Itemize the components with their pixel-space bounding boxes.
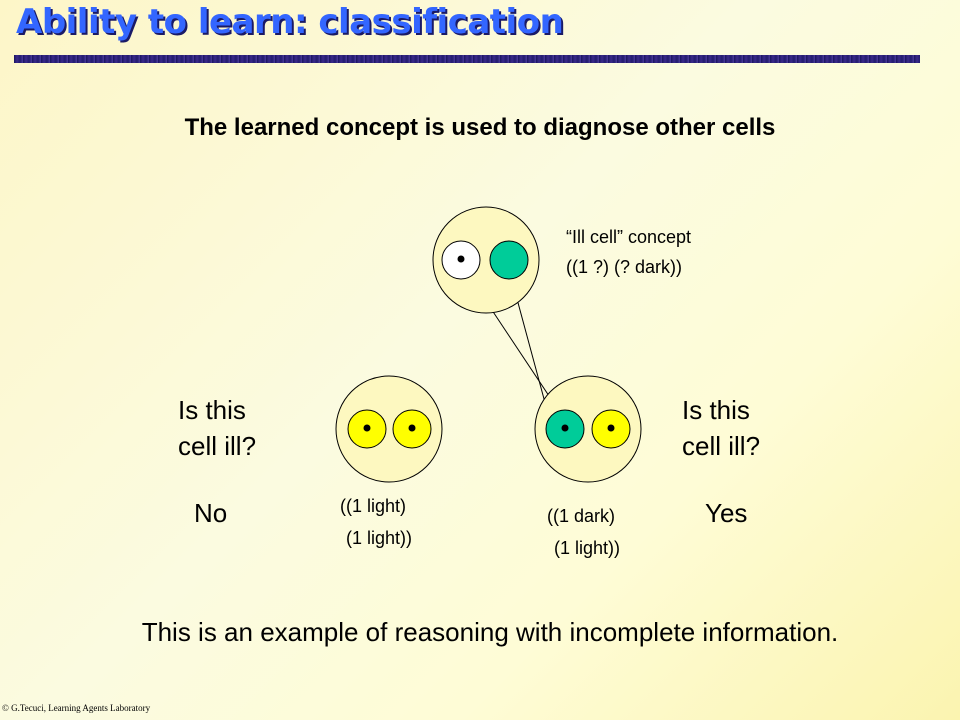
slide-subtitle: The learned concept is used to diagnose … xyxy=(184,114,776,141)
right-answer: Yes xyxy=(705,498,748,528)
concept-label: “Ill cell” concept xyxy=(566,227,692,247)
right-cell-description-line2: (1 light)) xyxy=(554,538,621,558)
left-question-line2: cell ill? xyxy=(178,431,257,461)
title-underline-bar xyxy=(14,55,920,63)
left-cell xyxy=(335,375,443,483)
right-cell-description-line1: ((1 dark) xyxy=(547,506,616,526)
copyright-notice: © G.Tecuci, Learning Agents Laboratory xyxy=(2,703,151,713)
right-cell xyxy=(534,375,642,483)
concept-expression: ((1 ?) (? dark)) xyxy=(566,257,683,277)
left-answer: No xyxy=(194,498,228,528)
dark-nucleus xyxy=(489,240,529,280)
right-question-line1: Is this xyxy=(682,395,750,425)
left-cell-description-line2: (1 light)) xyxy=(346,528,413,548)
left-cell-description-line1: ((1 light) xyxy=(340,496,407,516)
footer-statement: This is an example of reasoning with inc… xyxy=(141,617,839,647)
left-question-line1: Is this xyxy=(178,395,246,425)
slide-title: Ability to learn: classification xyxy=(16,2,564,42)
concept-cell xyxy=(432,206,540,314)
right-question-line2: cell ill? xyxy=(682,431,761,461)
